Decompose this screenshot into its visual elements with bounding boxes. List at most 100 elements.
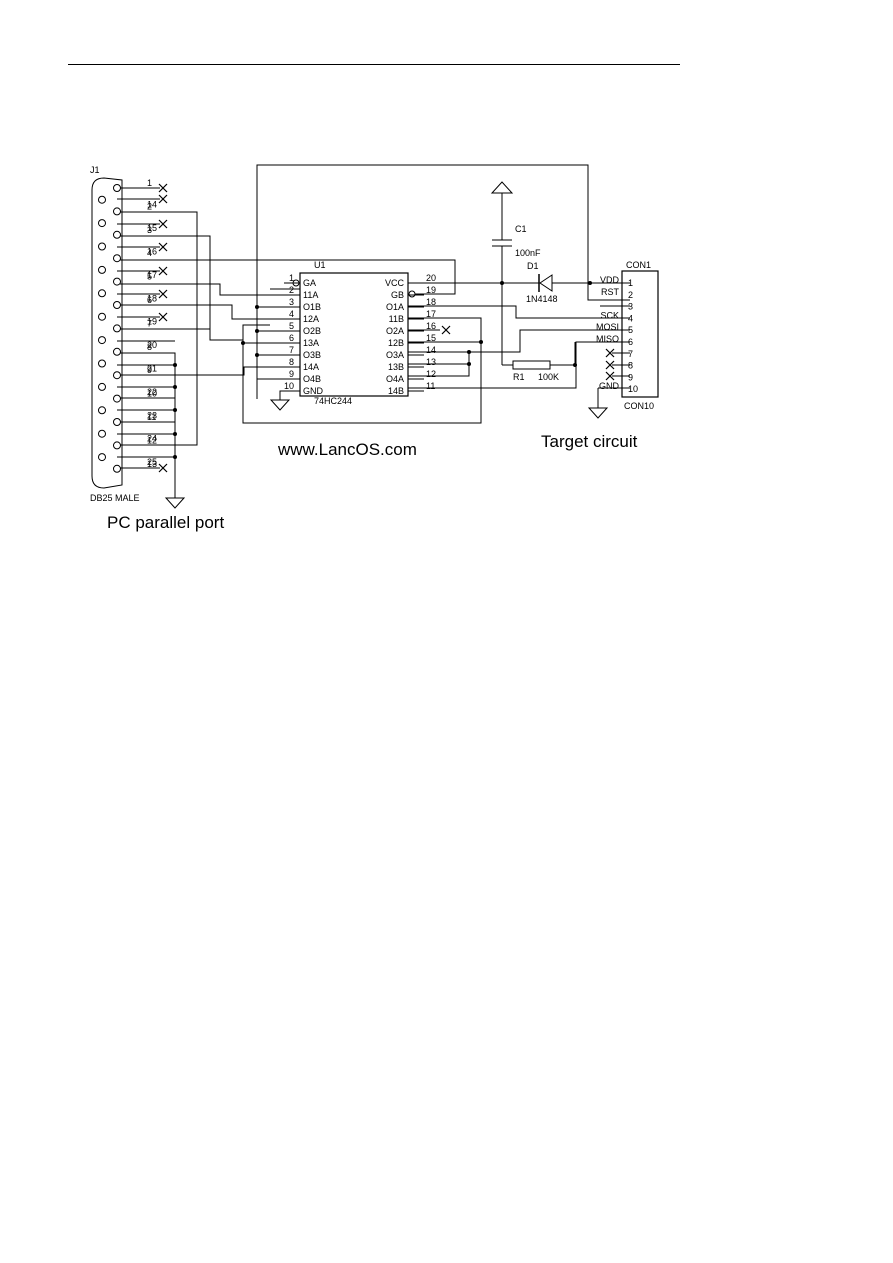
u1-pin-name: 13A [303,338,319,348]
u1-label: U1 [314,260,326,270]
wires [117,164,630,498]
db25-pin-hole [98,429,106,438]
junctions [173,281,592,459]
db25-pin-hole [98,453,106,462]
db25-label: DB25 MALE [90,493,140,503]
db25-pin-hole [98,382,106,391]
u1-pin-name: O4B [303,374,321,384]
db25-connector-body [91,177,123,489]
u1-pin-number: 15 [426,333,436,343]
con1-pin-number: 5 [628,325,633,335]
u1-pin-name: O1A [386,302,404,312]
con1-header-body [621,270,659,398]
db25-pin-label: 7 [147,318,152,328]
db25-pin-label: 9 [147,365,152,375]
vcc-arrow-icon [490,181,514,194]
r1-resistor-icon [512,360,551,370]
con1-signal-label: MISO [596,334,619,344]
db25-pin-label: 15 [147,223,157,233]
db25-pin-label: 5 [147,272,152,282]
c1-value-label: 100nF [515,248,541,258]
con1-signal-label: VDD [600,275,620,285]
con1-pin-number: 9 [628,372,633,382]
u1-pin-number: 13 [426,357,436,367]
u1-pin-number: 12 [426,369,436,379]
db25-pin-hole [98,195,106,204]
header-rule [68,64,680,65]
con1-pin-number: 3 [628,302,633,312]
nc-cross-icon [158,219,168,229]
con1-pin-number: 8 [628,361,633,371]
con1-nc-marks [441,325,615,381]
con1-pin-number: 4 [628,313,633,323]
j1-label: J1 [90,165,100,175]
db25-pin-hole [98,242,106,251]
db25-pin-hole [113,324,121,333]
db25-pin-hole [113,347,121,356]
db25-pin-hole [113,277,121,286]
db25-pin-label: 16 [147,247,157,257]
gnd-u1-icon [269,399,291,411]
con1-signal-label: SCK [600,310,619,320]
db25-pin-hole [113,464,121,473]
db25-pin-label: 20 [147,340,157,350]
nc-cross-icon [158,194,168,204]
u1-pin-number: 8 [289,357,294,367]
gb-inversion-bubble [408,290,416,298]
db25-pin-hole [113,441,121,450]
u1-pin-number: 10 [284,381,294,391]
u1-pin-name: 11B [389,314,404,324]
db25-pin-hole [98,219,106,228]
pc-port-label: PC parallel port [107,513,224,532]
db25-pin-label: 14 [147,200,157,210]
db25-pin-label: 3 [147,225,152,235]
con10-label: CON10 [624,401,654,411]
con1-signal-label: RST [601,287,620,297]
db25-pin-label: 21 [147,364,157,374]
db25-pin-label: 13 [147,459,157,469]
u1-pin-name: 12B [388,338,404,348]
u1-pin-name: O3A [386,350,404,360]
nc-cross-icon [158,289,168,299]
u1-pin-name: O2A [386,326,404,336]
db25-pin-label: 1 [147,178,152,188]
con1-pin-number: 6 [628,337,633,347]
u1-pin-number: 16 [426,321,436,331]
u1-pin-number: 2 [289,285,294,295]
u1-pin-number: 7 [289,345,294,355]
db25-pin-hole [113,371,121,380]
d1-diode-icon [538,274,553,292]
u1-pin-name: O4A [386,374,404,384]
db25-pin-hole [98,265,106,274]
u1-pin-number: 14 [426,345,436,355]
gnd-con1-icon [587,407,609,419]
u1-pin-name: O2B [303,326,321,336]
u1-pin-number: 4 [289,309,294,319]
db25-pin-hole [113,418,121,426]
db25-pin-hole [98,406,106,415]
db25-pin-label: 24 [147,434,157,444]
u1-pin-name: 11A [303,290,318,300]
u1-pin-number: 17 [426,309,436,319]
db25-pin-label: 12 [147,435,157,445]
db25-pin-hole [113,184,121,192]
u1-pin-name: 12A [303,314,319,324]
db25-pin-label: 17 [147,270,157,280]
u1-pin-number: 5 [289,321,294,331]
db25-pin-label: 6 [147,295,152,305]
gnd-db25-icon [164,497,186,509]
con1-signal-label: GND [599,381,620,391]
db25-pin-hole [98,312,106,321]
con1-pin-number: 1 [628,278,633,288]
db25-pin-label: 2 [147,201,152,211]
db25-pin-hole [113,207,121,216]
u1-pin-number: 6 [289,333,294,343]
u1-pin-name: O3B [303,350,321,360]
u1-pin-name: 13B [388,362,404,372]
db25-pin-hole [98,359,106,368]
db25-pin-hole [113,254,121,263]
db25-pin-hole [113,394,121,403]
u1-pin-name: 14A [303,362,319,372]
